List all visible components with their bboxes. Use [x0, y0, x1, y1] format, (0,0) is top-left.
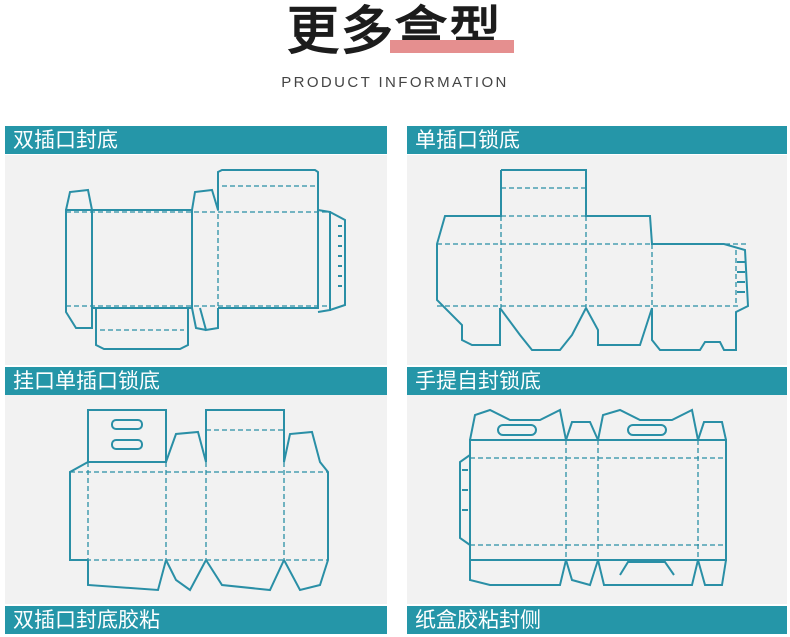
box-type-header-6: 纸盒胶粘封侧 [407, 606, 787, 634]
dieline-handle-self-lock-bottom [459, 408, 727, 587]
dieline-double-tuck-bottom [65, 169, 346, 350]
dieline-hang-tab-single-tuck-lock-bottom [69, 409, 329, 592]
panel-bg-1 [5, 155, 387, 365]
dieline-single-tuck-lock-bottom [436, 169, 750, 351]
box-type-header-5: 双插口封底胶粘 [5, 606, 387, 634]
title-underline [390, 40, 514, 53]
box-type-header-4: 手提自封锁底 [407, 367, 787, 395]
panel-bg-3 [5, 394, 387, 604]
box-type-header-2: 单插口锁底 [407, 126, 787, 154]
box-type-header-1: 双插口封底 [5, 126, 387, 154]
page-subtitle: PRODUCT INFORMATION [281, 74, 509, 91]
box-type-header-3: 挂口单插口锁底 [5, 367, 387, 395]
